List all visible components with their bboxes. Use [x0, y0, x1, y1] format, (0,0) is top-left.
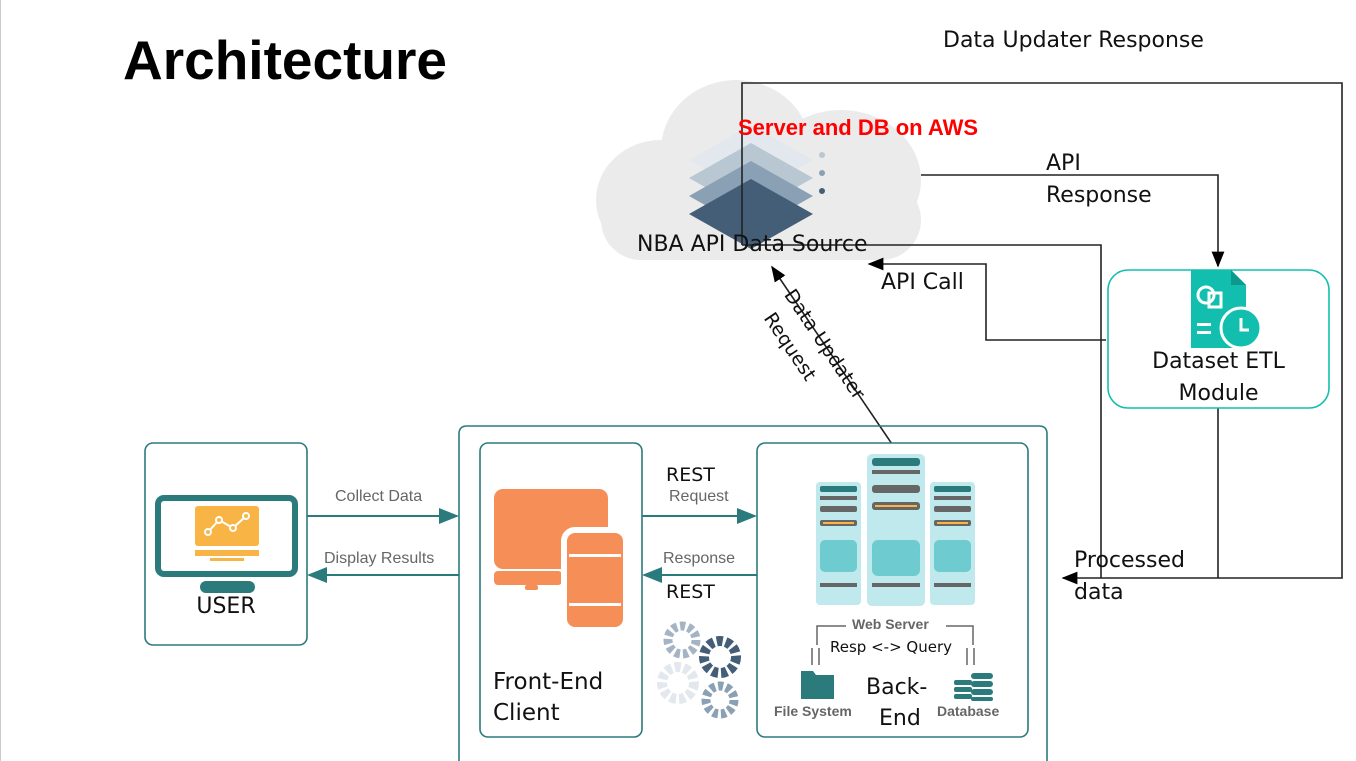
api-response-label-1: API [1046, 151, 1081, 176]
folder-icon [801, 671, 834, 699]
processed-data-connector [742, 244, 1102, 578]
web-server-bracket [811, 625, 975, 665]
rest-request-label-2: Request [669, 488, 729, 505]
back-end-label-1: Back- [866, 675, 928, 700]
etl-label-2: Module [1178, 381, 1259, 406]
devices-icon [494, 489, 629, 633]
rest-request-label-1: REST [666, 464, 715, 486]
api-response-label-2: Response [1046, 183, 1152, 208]
processed-data-label-1: Processed [1074, 548, 1185, 573]
display-results-label: Display Results [324, 550, 435, 567]
api-call-connector [867, 257, 1106, 341]
system-container [458, 425, 1048, 761]
user-label: USER [196, 594, 256, 619]
server-db-label: Server and DB on AWS [738, 115, 979, 140]
front-end-label-2: Client [493, 700, 560, 726]
web-server-label: Web Server [852, 616, 929, 632]
api-call-label: API Call [881, 270, 964, 295]
back-end-label-2: End [879, 706, 921, 731]
api-response-connector [921, 174, 1225, 268]
response-label-2: REST [666, 581, 715, 603]
nba-source-label: NBA API Data Source [637, 232, 868, 257]
monitor-chart-icon [155, 495, 298, 593]
resp-query-label: Resp <-> Query [830, 638, 952, 656]
document-clock-icon [1191, 270, 1263, 350]
data-updater-request-connector [771, 265, 895, 448]
data-updater-response-connector [741, 82, 1343, 585]
front-end-label-1: Front-End [493, 669, 604, 695]
collect-data-label: Collect Data [335, 488, 423, 505]
file-system-label: File System [774, 703, 852, 719]
gears-icon [657, 621, 741, 719]
database-label: Database [937, 703, 1000, 719]
cloud-layers-icon [596, 80, 921, 260]
database-icon [954, 673, 993, 701]
etl-label-1: Dataset ETL [1152, 349, 1285, 374]
server-rack-icon [816, 454, 975, 606]
page-title: Architecture [123, 29, 447, 91]
data-updater-response-label: Data Updater Response [943, 28, 1204, 53]
processed-data-label-2: data [1074, 580, 1124, 605]
response-label-1: Response [663, 550, 736, 567]
